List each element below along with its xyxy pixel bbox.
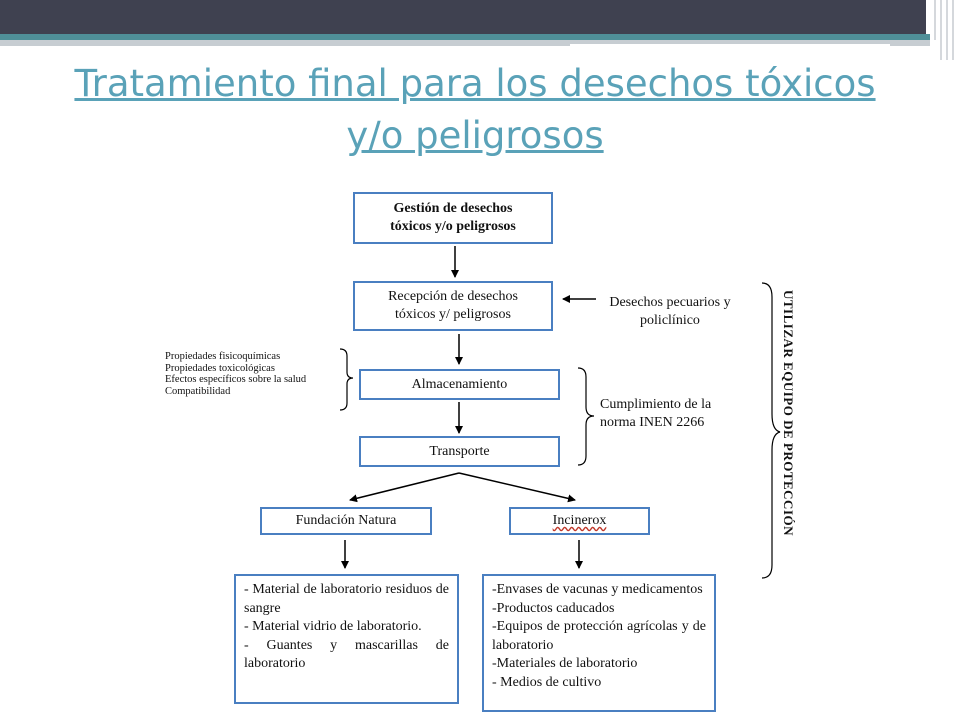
list-item: -Materiales de laboratorio	[492, 656, 638, 671]
label-desechos-pecuarios: Desechos pecuarios y policlínico	[609, 295, 731, 328]
list-item: - Guantes y mascarillas de laboratorio	[244, 637, 449, 672]
decor-line	[946, 0, 948, 60]
label-cumplimiento: Cumplimiento de la norma INEN 2266	[600, 397, 712, 430]
node-recepcion-label: Recepción de desechos tóxicos y/ peligro…	[388, 289, 518, 322]
list-incinerox: -Envases de vacunas y medicamentos -Prod…	[482, 574, 716, 712]
list-fundacion-natura: - Material de laboratorio residuos de sa…	[234, 574, 459, 704]
top-bar-corner	[926, 0, 960, 34]
node-transporte: Transporte	[359, 436, 560, 467]
node-incinerox: Incinerox	[509, 507, 650, 535]
property-item: Propiedades toxicológicas	[165, 362, 275, 374]
decor-line	[952, 0, 954, 60]
accent-stripe-grey	[0, 40, 930, 46]
brace-cumplimiento	[577, 367, 595, 466]
node-almacenamiento: Almacenamiento	[359, 369, 560, 400]
node-incinerox-label: Incinerox	[552, 513, 607, 528]
property-item: Compatibilidad	[165, 385, 231, 397]
list-item: - Medios de cultivo	[492, 674, 602, 690]
brace-properties	[339, 348, 354, 411]
node-recepcion: Recepción de desechos tóxicos y/ peligro…	[353, 281, 553, 331]
list-item: - Material de laboratorio residuos de sa…	[244, 582, 449, 616]
property-item: Efectos específicos sobre la salud	[165, 374, 307, 385]
top-bar	[0, 0, 960, 34]
brace-proteccion	[761, 282, 781, 579]
list-item: -Productos caducados	[492, 600, 615, 616]
node-gestion: Gestión de desechos tóxicos y/o peligros…	[353, 192, 553, 244]
node-gestion-label: Gestión de desechos tóxicos y/o peligros…	[390, 201, 516, 234]
label-utilizar-proteccion: UTILIZAR EQUIPO DE PROTECCIÓN	[781, 290, 796, 537]
list-item: - Material vidrio de laboratorio.	[244, 619, 422, 634]
node-fundacion-natura: Fundación Natura	[260, 507, 432, 535]
accent-stripe	[0, 34, 930, 40]
slide-title: Tratamiento final para los desechos tóxi…	[74, 62, 876, 157]
arrow-transporte-incinerox	[458, 472, 576, 503]
list-item: -Envases de vacunas y medicamentos	[492, 582, 703, 597]
properties-list: Propiedades fisicoquímicas Propiedades t…	[165, 351, 306, 397]
accent-stripe-break	[570, 44, 890, 50]
decor-line	[940, 0, 942, 60]
property-item: Propiedades fisicoquímicas	[165, 351, 281, 362]
arrow-transporte-fundacion	[349, 472, 460, 503]
decor-line	[934, 0, 936, 40]
list-item: -Equipos de protección agrícolas y de la…	[492, 619, 706, 653]
